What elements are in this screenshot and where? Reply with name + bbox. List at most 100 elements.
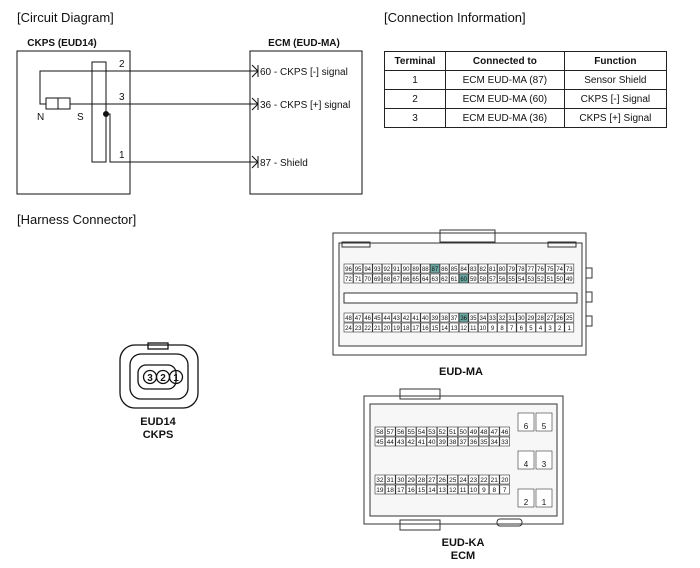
pin-number: 26 [439, 477, 447, 484]
pin-cell [426, 484, 438, 495]
pin-cell [430, 263, 440, 274]
eud-ka-caption-line1: EUD-KA [442, 537, 485, 549]
pin-number: 20 [384, 326, 391, 332]
pin-cell [449, 322, 459, 333]
pin-cell [545, 312, 555, 323]
pin-number: 52 [439, 429, 447, 436]
circuit-diagram-heading: [Circuit Diagram] [17, 10, 114, 25]
eud-ma-top-latch [439, 229, 496, 243]
pin-number: 45 [376, 439, 384, 446]
pin-number: 41 [418, 439, 426, 446]
pin-cell [564, 263, 575, 274]
pin-cell [478, 263, 488, 274]
pin-number: 72 [345, 277, 352, 283]
pin-number: 16 [407, 487, 415, 494]
pin-number: 12 [460, 326, 467, 332]
pin-cell [420, 322, 431, 333]
pin-number: 58 [480, 277, 487, 283]
eud14-inner-shell [129, 353, 189, 400]
pin-cell [487, 273, 498, 284]
eud-ma-center-rail [343, 292, 578, 304]
pin-cell [499, 426, 510, 437]
pin-cell [430, 322, 440, 333]
pin-cell [458, 273, 469, 284]
eud-ka-caption-line2: ECM [451, 550, 475, 562]
pin-number: 70 [364, 277, 371, 283]
pin-cell [506, 273, 517, 284]
pin-cell [458, 322, 469, 333]
pin-cell [439, 263, 450, 274]
pin-cell [353, 322, 363, 333]
pin-number: 62 [441, 277, 448, 283]
pin-cell [526, 312, 536, 323]
pin-number: 59 [470, 277, 477, 283]
pin-cell [447, 474, 458, 485]
pin-cell [468, 273, 479, 284]
pin-number: 18 [403, 326, 410, 332]
pin-number: 36 [460, 316, 467, 322]
pin-60-terminal [251, 64, 259, 78]
pin-number: 51 [547, 277, 554, 283]
pin-cell [385, 474, 396, 485]
pin-cell [497, 312, 507, 323]
pin-number: 14 [428, 487, 436, 494]
pin-number: 17 [397, 487, 405, 494]
pin-number: 47 [355, 316, 362, 322]
pin-number: 28 [418, 477, 426, 484]
pin-cell [391, 312, 402, 323]
pin-cell [457, 484, 469, 495]
pin-number: 90 [403, 267, 410, 273]
pin-number: 26 [556, 316, 563, 322]
pin-number: 58 [376, 429, 384, 436]
pin-number: 42 [407, 439, 415, 446]
pin-cell [343, 263, 354, 274]
circuit-diagram: CKPS (EUD14) ECM (EUD-MA) N S 2 3 1 60 -… [16, 38, 363, 195]
eud-ma-left-tab [341, 241, 371, 248]
pin-cell [545, 273, 555, 284]
pin-number: 95 [355, 267, 362, 273]
pin-number: 13 [451, 326, 458, 332]
pin-number: 8 [492, 487, 496, 494]
pin-number: 11 [470, 326, 477, 332]
eud-ka-top-latch [399, 388, 441, 400]
pin-cell [439, 312, 450, 323]
pin-number: 33 [489, 316, 496, 322]
pin-cell [497, 273, 507, 284]
pin-cell [385, 484, 396, 495]
pin-cell [489, 474, 500, 485]
pin-number: 56 [499, 277, 506, 283]
wire-2 [39, 70, 258, 105]
pin-number: 17 [412, 326, 419, 332]
ecm-title: ECM (EUD-MA) [268, 38, 340, 49]
pin-number: 42 [403, 316, 410, 322]
pin-cell [401, 312, 411, 323]
pin-cell [362, 322, 373, 333]
pin-number: 49 [566, 277, 573, 283]
pin-number: 57 [489, 277, 496, 283]
pin-cell [385, 426, 396, 437]
pin-number: 38 [449, 439, 457, 446]
pin-number: 34 [480, 316, 487, 322]
pin-number: 41 [412, 316, 419, 322]
pin-number: 79 [508, 267, 515, 273]
pin-cell [395, 426, 406, 437]
pin-number: 44 [384, 316, 391, 322]
pin-number: 10 [480, 326, 487, 332]
pin-number: 1 [542, 498, 547, 507]
pin-number: 69 [374, 277, 381, 283]
pin-cell [478, 273, 488, 284]
eud-ka-bottom-latch [399, 519, 441, 531]
pin-number: 43 [393, 316, 400, 322]
eud14-connector: 3 2 1 [119, 342, 199, 409]
sensor-title: CKPS (EUD14) [27, 38, 96, 49]
pin-cell [405, 474, 417, 485]
pin-number: 5 [542, 422, 547, 431]
pin-number: 38 [441, 316, 448, 322]
pin-number: 46 [364, 316, 371, 322]
pin-cell [401, 322, 411, 333]
pin-number: 53 [528, 277, 535, 283]
pin-cell [372, 273, 383, 284]
pin-cell [343, 273, 354, 284]
pin-cell [526, 263, 536, 274]
pin-cell [468, 436, 479, 447]
